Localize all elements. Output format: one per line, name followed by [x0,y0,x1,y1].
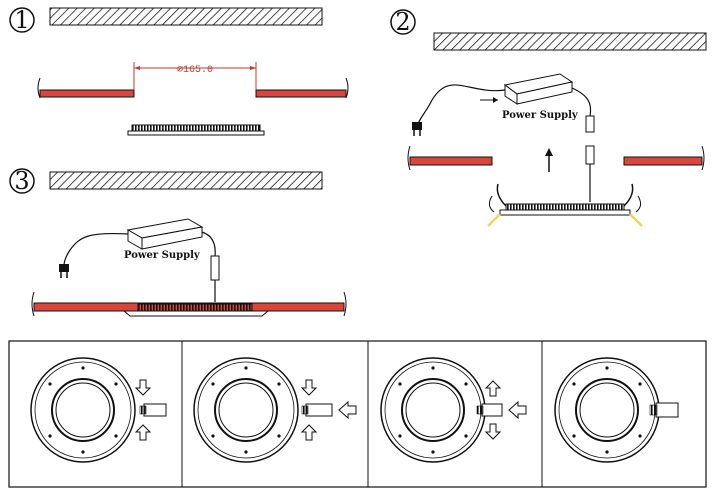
mains-plug-icon [412,122,422,136]
mains-cable-2 [417,84,506,125]
press-arrow-down-2 [300,379,318,396]
dc-cable-2 [571,87,592,117]
panel-light-rim-1 [127,130,265,136]
dc-cable-3 [201,231,216,257]
press-arrow-up-1 [134,424,152,441]
spring-motion-left [488,195,495,213]
push-arrow-left-3 [508,400,527,420]
spring-clip-left [496,183,507,207]
clip-steps-strip [8,340,707,488]
break-mark-left-2 [407,145,411,171]
break-mark-right-3 [343,291,347,317]
mains-plug-icon [59,264,69,278]
connect-arrowhead [493,97,498,103]
ceiling-hatch-3 [49,171,323,190]
step-1-badge [9,7,35,33]
clip-panel-3 [380,357,527,463]
release-arrow-up-3 [484,380,502,397]
step-1-number: 1 [14,6,29,34]
step-2-badge [390,9,416,35]
push-arrow-left-2 [338,400,357,420]
spring-clip-right [623,183,634,207]
panel-light-rim-2 [499,209,631,216]
ceiling-hatch-2 [433,32,707,51]
break-mark-left-1 [37,77,41,99]
highlight-right [629,213,643,227]
clip-tab-3 [481,403,503,417]
release-arrow-down-3 [484,423,502,440]
ceiling-board-left-1 [39,89,135,98]
spring-motion-right [635,195,642,213]
ceiling-board-left-2 [409,156,493,166]
hole-diameter-label: ∅165.0 [177,65,213,76]
step-2-number: 2 [395,8,410,36]
power-supply-3 [126,218,204,250]
break-mark-right-1 [345,77,349,99]
panel-light-rim-3 [122,310,270,317]
strip-frame [8,340,707,488]
ceiling-board-right-1 [255,89,347,98]
dc-connector-bottom [585,145,595,165]
panel-light-2 [505,203,625,211]
highlight-left [487,213,501,227]
panel-light-1 [131,124,261,132]
panel-light-3 [137,303,253,312]
step-1: 1 ∅165.0 [9,6,349,136]
press-arrow-down-1 [134,379,152,396]
power-supply-2 [503,73,574,105]
ceiling-board-right-2 [623,156,703,166]
dc-connector-top [585,115,595,133]
clip-tab-1 [143,403,167,417]
clip-panel-4 [554,357,679,463]
press-arrow-up-2 [300,424,318,441]
step-3: 3 Power Supply [9,167,347,317]
power-supply-label-3: Power Supply [124,250,201,261]
break-mark-right-2 [701,145,705,171]
dimension-arrow-left [134,66,140,70]
clip-tab-2 [305,403,333,417]
dc-connector-3 [210,255,220,281]
step-3-number: 3 [14,167,29,195]
break-mark-left-3 [31,291,35,317]
insert-up-arrowhead [545,148,553,156]
step-3-badge [9,168,35,194]
step-2: 2 Power Supply [390,8,707,227]
dimension-arrow-right [250,66,256,70]
mains-cable-3 [63,232,129,267]
ceiling-hatch-1 [49,7,323,26]
clip-tab-4 [655,402,679,418]
clip-panel-1 [30,357,167,463]
clip-panel-2 [193,357,357,463]
power-supply-label-2: Power Supply [502,110,579,121]
